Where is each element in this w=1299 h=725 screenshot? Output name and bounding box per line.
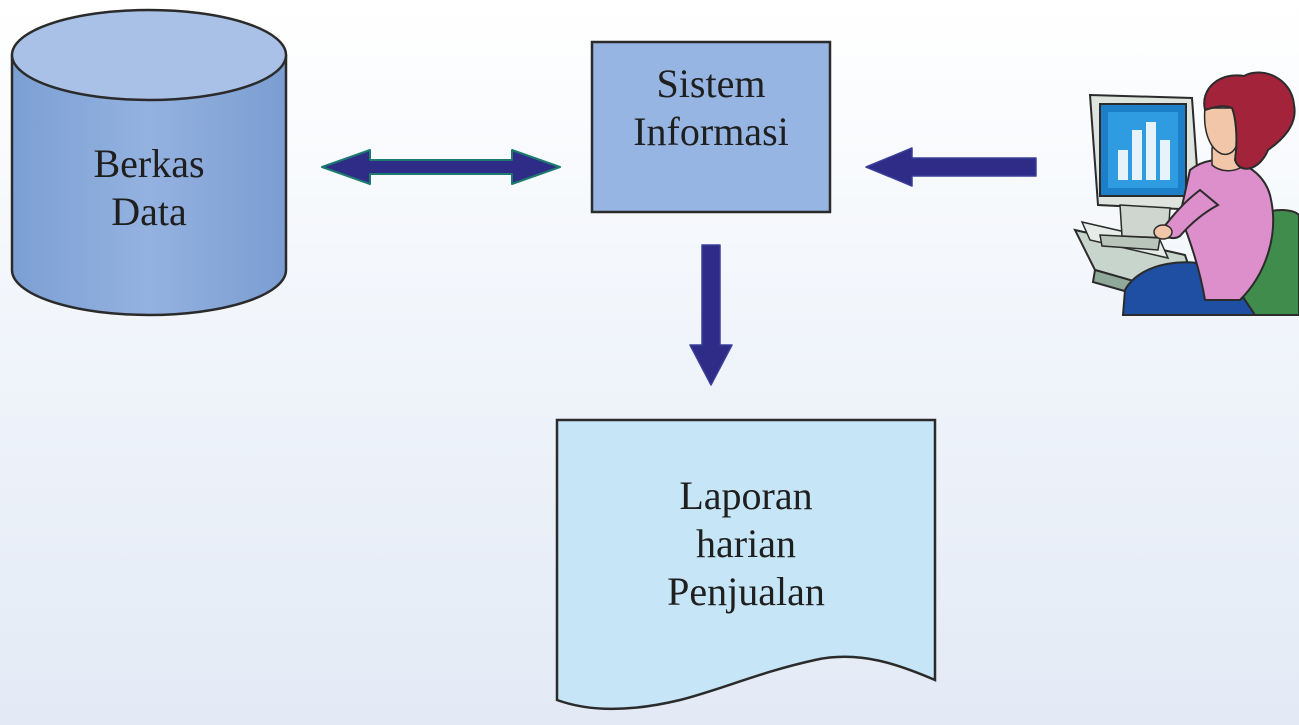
arrow-system-report — [689, 244, 733, 386]
report-label-line-3: Penjualan — [667, 569, 825, 614]
database-node — [10, 8, 288, 317]
arrow-user-system — [865, 147, 1037, 187]
database-body — [10, 55, 288, 317]
database-top — [10, 8, 288, 102]
database-label: Berkas Data — [32, 140, 266, 236]
report-label-line-2: harian — [696, 521, 796, 566]
database-label-line-2: Data — [111, 189, 187, 234]
user-at-computer-icon — [1073, 71, 1299, 316]
report-label: Laporan harian Penjualan — [557, 472, 935, 616]
report-node — [555, 418, 937, 711]
report-label-line-1: Laporan — [679, 473, 813, 518]
arrow-database-system — [321, 149, 561, 185]
system-label: Sistem Informasi — [592, 60, 830, 156]
system-node — [590, 40, 832, 214]
system-label-line-1: Sistem — [656, 61, 766, 106]
system-label-line-2: Informasi — [633, 109, 789, 154]
database-label-line-1: Berkas — [93, 141, 205, 186]
